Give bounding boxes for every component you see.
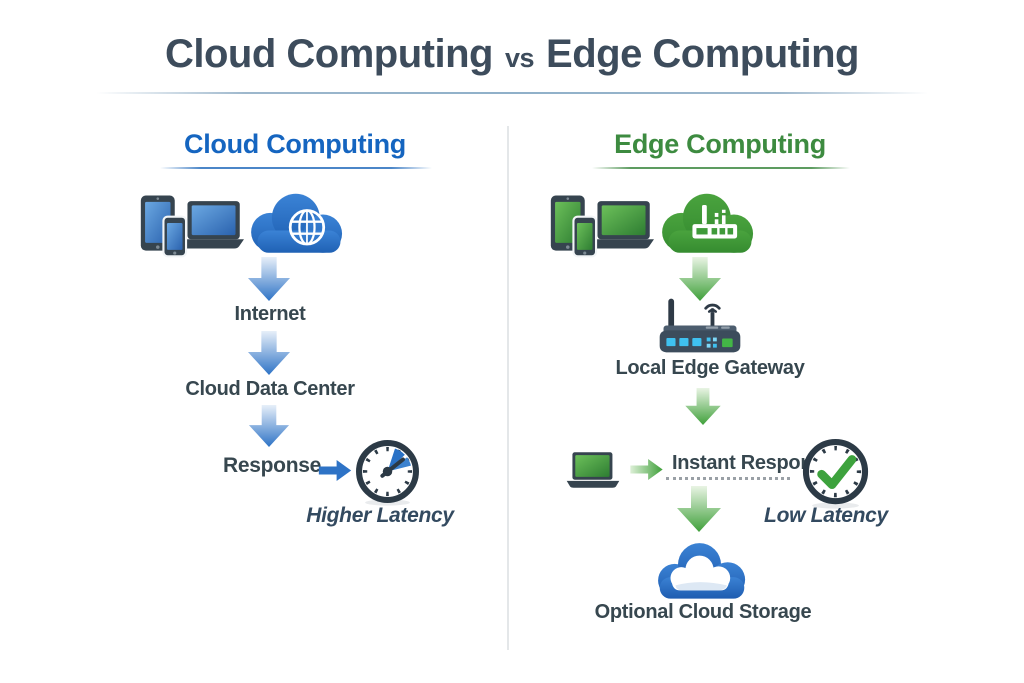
laptop-icon: [564, 450, 622, 490]
title-underline: [96, 92, 928, 94]
client-devices-icon: [548, 192, 654, 264]
cloud-data-center-label: Cloud Data Center: [185, 378, 355, 400]
edge-cloud-router-icon: [652, 189, 760, 256]
router-gateway-icon: [652, 296, 748, 357]
edge-column-heading: Edge Computing: [614, 129, 826, 159]
right-arrow-icon: [316, 460, 354, 481]
cloud-storage-icon: [646, 539, 758, 602]
edge-heading-underline: [592, 167, 850, 169]
down-arrow-icon: [678, 257, 722, 301]
instant-response-label: Instant Response: [672, 452, 834, 474]
down-arrow-icon: [247, 331, 291, 375]
column-divider: [507, 126, 509, 650]
low-latency-label: Low Latency: [764, 504, 888, 527]
low-latency-check-clock-icon: [799, 436, 872, 509]
right-arrow-icon: [625, 459, 668, 480]
down-arrow-icon: [677, 486, 721, 532]
page-title: Cloud Computing vs Edge Computing: [0, 32, 1024, 77]
down-arrow-icon: [247, 257, 291, 301]
page-title-part1: Cloud Computing: [165, 32, 493, 76]
internet-cloud-globe-icon: [243, 189, 347, 256]
response-label: Response: [223, 454, 321, 477]
page-title-vs: vs: [504, 43, 535, 73]
optional-cloud-storage-label: Optional Cloud Storage: [594, 601, 812, 623]
down-arrow-icon: [247, 405, 291, 447]
higher-latency-label: Higher Latency: [306, 504, 454, 527]
client-devices-icon: [138, 192, 244, 264]
local-edge-gateway-label: Local Edge Gateway: [615, 357, 805, 379]
internet-label: Internet: [234, 303, 306, 325]
page-title-part2: Edge Computing: [546, 32, 859, 76]
higher-latency-clock-icon: [353, 437, 422, 506]
cloud-column-heading: Cloud Computing: [184, 129, 406, 159]
down-arrow-icon: [681, 388, 725, 425]
cloud-heading-underline: [160, 167, 432, 169]
dotted-connector: [666, 477, 790, 480]
